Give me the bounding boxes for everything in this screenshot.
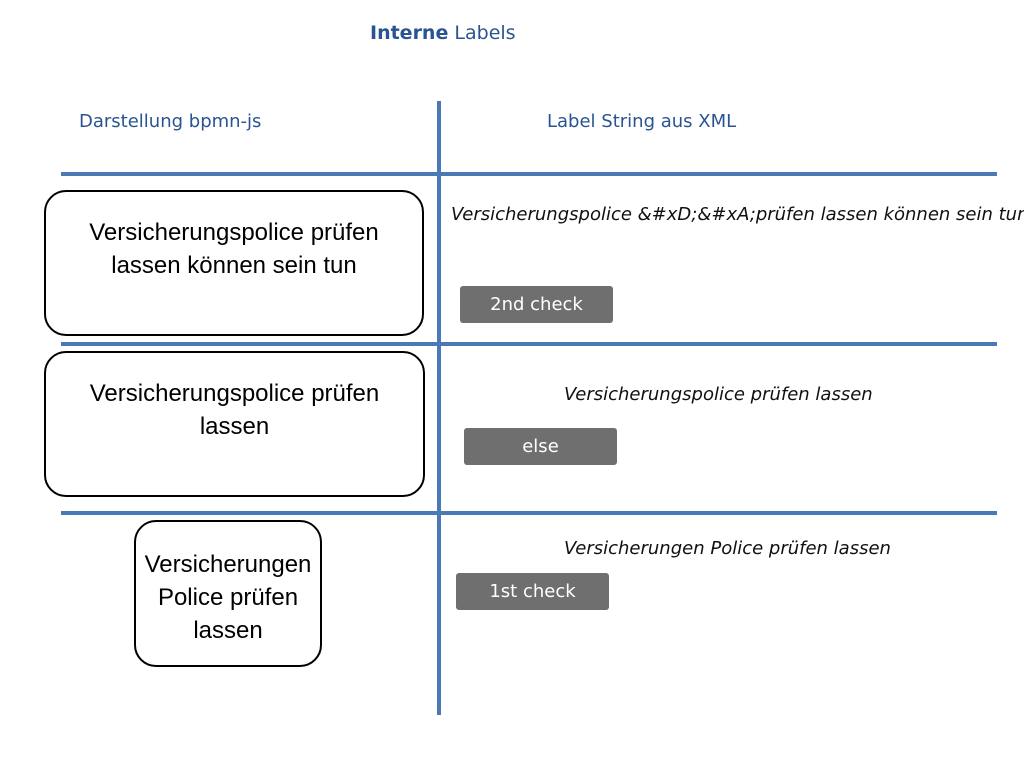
row-divider-1 xyxy=(61,172,997,176)
task-label-2: Versicherungspolice prüfen lassen xyxy=(89,380,380,440)
title-rest: Labels xyxy=(448,22,516,44)
badge-2: else xyxy=(464,428,617,465)
title-bold-part: Interne xyxy=(370,22,449,44)
xml-label-1: Versicherungspolice &#xD;&#xA;prüfen las… xyxy=(451,204,1024,225)
xml-label-3: Versicherungen Police prüfen lassen xyxy=(564,538,891,559)
row-divider-2 xyxy=(61,342,997,346)
task-label-3: Versicherungen Police prüfen lassen xyxy=(144,551,312,644)
task-shape-3[interactable]: Versicherungen Police prüfen lassen xyxy=(134,520,322,667)
row-divider-3 xyxy=(61,511,997,515)
xml-label-2: Versicherungspolice prüfen lassen xyxy=(564,384,873,405)
column-header-left: Darstellung bpmn-js xyxy=(79,111,262,132)
column-divider-vertical xyxy=(437,101,441,715)
task-shape-2[interactable]: Versicherungspolice prüfen lassen xyxy=(44,351,425,497)
slide-title: Interne Labels xyxy=(370,22,516,44)
badge-3: 1st check xyxy=(456,573,609,610)
task-shape-1[interactable]: Versicherungspolice prüfen lassen können… xyxy=(44,190,424,336)
task-label-1: Versicherungspolice prüfen lassen können… xyxy=(89,219,379,279)
badge-1: 2nd check xyxy=(460,286,613,323)
column-header-right: Label String aus XML xyxy=(547,111,737,132)
